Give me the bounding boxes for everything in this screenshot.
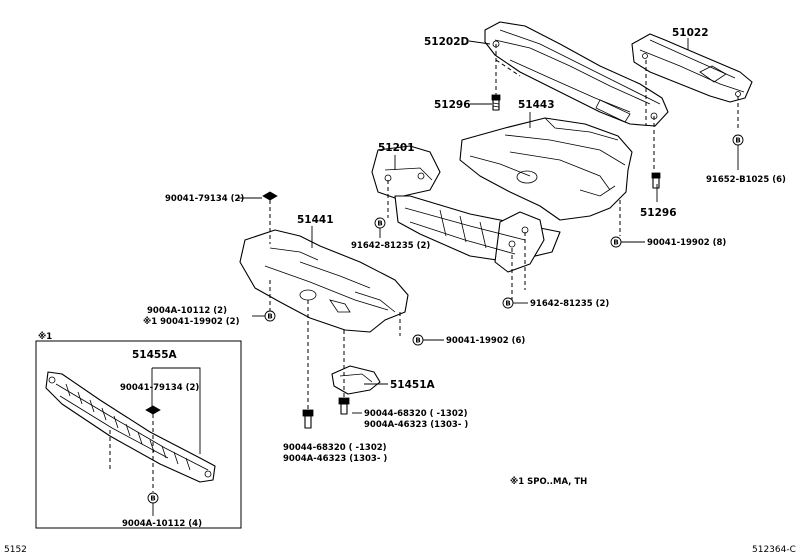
cover-51451a bbox=[331, 365, 381, 395]
leader-lines bbox=[151, 38, 689, 454]
inset-marker: ※1 bbox=[38, 331, 52, 342]
assembly-lines bbox=[109, 44, 739, 492]
bracket-51022 bbox=[631, 33, 753, 103]
ref-markers: B B B B B B B bbox=[147, 134, 744, 516]
labels: 51202D 51022 51296 51443 51201 91652-B10… bbox=[4, 27, 796, 555]
bolt-90044-b-icon bbox=[302, 409, 314, 429]
label-51455a: 51455A bbox=[132, 349, 178, 361]
label-51296-lower: 51296 bbox=[640, 207, 677, 219]
ref-b-letter: B bbox=[377, 220, 382, 228]
label-51022: 51022 bbox=[672, 27, 709, 39]
clip-inset-icon bbox=[145, 405, 161, 415]
crossmember-51202d bbox=[484, 21, 669, 127]
ref-b-marker-6: B bbox=[412, 334, 444, 346]
label-90044-68320-a: 90044-68320 ( -1302) bbox=[364, 409, 468, 419]
bolt-51296-lower-icon bbox=[651, 172, 661, 189]
bolt-51296-upper-icon bbox=[491, 94, 501, 111]
label-90044-68320-b: 90044-68320 ( -1302) bbox=[283, 443, 387, 453]
ref-b-marker-2: B bbox=[374, 217, 386, 238]
label-51201: 51201 bbox=[378, 142, 415, 154]
subframe-51201 bbox=[371, 145, 561, 273]
label-90041-79134-top: 90041-79134 (2) bbox=[165, 194, 244, 204]
inset-box bbox=[35, 340, 242, 529]
label-9004a-46323-b: 9004A-46323 (1303- ) bbox=[283, 454, 387, 464]
label-9004a-10112-4: 9004A-10112 (4) bbox=[122, 519, 202, 529]
label-51451a: 51451A bbox=[390, 379, 436, 391]
ref-b-letter: B bbox=[613, 239, 618, 247]
ref-b-marker-5: B bbox=[252, 310, 276, 322]
under-cover-51441 bbox=[239, 229, 409, 333]
ref-b-marker-7: B bbox=[147, 492, 159, 516]
label-9004a-10112-2: 9004A-10112 (2) bbox=[147, 306, 227, 316]
corner-code-left: 5152 bbox=[4, 545, 27, 555]
ref-b-letter: B bbox=[267, 313, 272, 321]
label-91642-81235-b: 91642-81235 (2) bbox=[530, 299, 609, 309]
label-90041-19902-2: ※1 90041-19902 (2) bbox=[143, 316, 240, 327]
ref-b-marker-1: B bbox=[732, 134, 744, 170]
label-51443: 51443 bbox=[518, 99, 555, 111]
corner-code-right: 512364-C bbox=[752, 545, 796, 555]
ref-b-letter: B bbox=[735, 137, 740, 145]
ref-b-marker-4: B bbox=[502, 297, 528, 309]
label-9004a-46323-a: 9004A-46323 (1303- ) bbox=[364, 420, 468, 430]
label-90041-79134-inset: 90041-79134 (2) bbox=[120, 383, 199, 393]
ref-b-letter: B bbox=[415, 337, 420, 345]
under-cover-51443 bbox=[459, 117, 633, 221]
clip-90041-79134-icon bbox=[262, 191, 278, 201]
label-91642-81235-a: 91642-81235 (2) bbox=[351, 241, 430, 251]
label-51202d: 51202D bbox=[424, 36, 470, 48]
bolt-90044-a-icon bbox=[338, 397, 350, 415]
label-51441: 51441 bbox=[297, 214, 334, 226]
label-51296-upper: 51296 bbox=[434, 99, 471, 111]
ref-b-letter: B bbox=[505, 300, 510, 308]
ref-b-marker-3: B bbox=[610, 236, 645, 248]
label-90041-19902-6: 90041-19902 (6) bbox=[446, 336, 525, 346]
fasteners bbox=[145, 94, 661, 429]
label-91652-b1025: 91652-B1025 (6) bbox=[706, 175, 786, 185]
label-90041-19902-8: 90041-19902 (8) bbox=[647, 238, 726, 248]
applicability-note: ※1 SPO..MA, TH bbox=[510, 476, 587, 487]
ref-b-letter: B bbox=[150, 495, 155, 503]
